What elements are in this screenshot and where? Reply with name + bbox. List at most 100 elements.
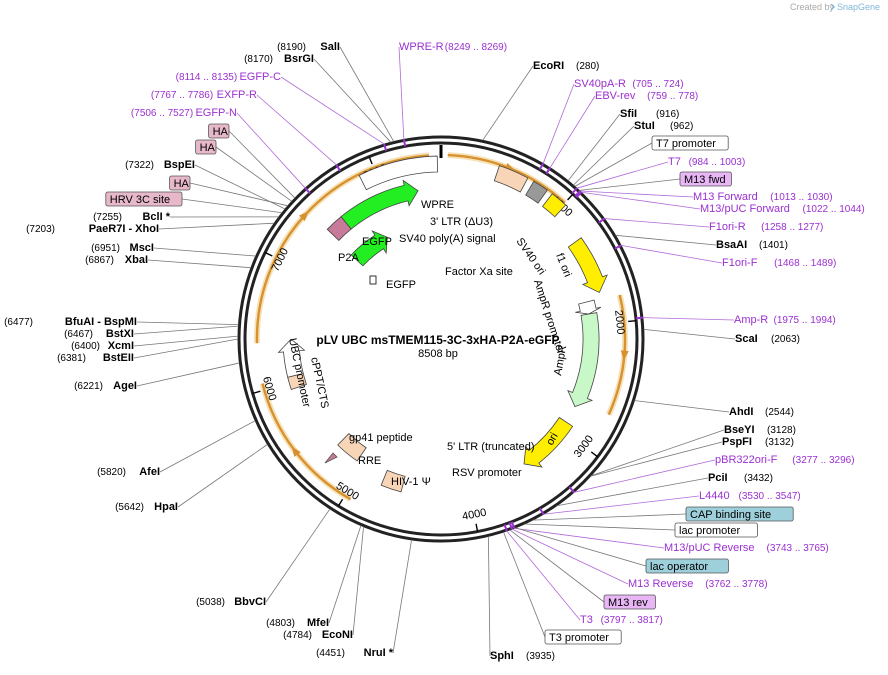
bseyi-leader — [590, 429, 725, 477]
label-m13reverse[interactable]: M13 Reverse(3762 .. 3778) — [628, 578, 768, 590]
label-paer7i[interactable]: PaeR7I - XhoI(7203) — [26, 223, 159, 235]
feature-egfp[interactable] — [340, 179, 419, 230]
tick-mark — [475, 523, 479, 532]
label-stui[interactable]: StuI(962) — [634, 120, 693, 132]
feature-egfp2[interactable] — [350, 230, 388, 267]
feature-ori[interactable] — [523, 416, 574, 468]
label-bspei[interactable]: BspEI(7322) — [125, 159, 195, 171]
label-m13forward[interactable]: M13 Forward(1013 .. 1030) — [693, 191, 833, 203]
ha3-leader — [189, 182, 288, 207]
label-bfuai[interactable]: BfuAI - BspMI(6477) — [4, 316, 137, 328]
feature-ampr[interactable] — [567, 312, 600, 408]
brand-created-by: Created by — [790, 2, 835, 12]
label-wpre-r[interactable]: WPRE-R(8249 .. 8269) — [399, 41, 507, 53]
label-t3prom[interactable]: T3 promoter — [544, 629, 622, 645]
label-sphi[interactable]: SphI(3935) — [490, 650, 555, 662]
text-rsv: RSV promoter — [452, 467, 522, 479]
label-ha2[interactable]: HA — [195, 139, 217, 155]
label-sfii[interactable]: SfiI(916) — [620, 108, 679, 120]
label-t7prom[interactable]: T7 promoter — [651, 135, 729, 151]
pspfi-name: PspFI — [722, 436, 752, 448]
label-ha1[interactable]: HA — [208, 123, 230, 139]
label-m13pucr[interactable]: M13/pUC Reverse(3743 .. 3765) — [664, 542, 829, 554]
label-lacprom[interactable]: lac promoter — [674, 522, 758, 538]
label-bstxi[interactable]: BstXI(6467) — [64, 328, 134, 340]
nrui-leader — [392, 539, 412, 654]
m13pucr-position: (3743 .. 3765) — [767, 543, 829, 554]
bbvci-name: BbvCI — [234, 596, 266, 608]
label-mfei[interactable]: MfeI(4803) — [266, 617, 329, 629]
label-m13rev[interactable]: M13 rev — [603, 594, 656, 610]
label-exfp-r[interactable]: EXFP-R(7767 .. 7786) — [151, 89, 257, 101]
bsrgi-name: BsrGI — [284, 53, 314, 65]
feature-wpre[interactable] — [358, 155, 438, 191]
label-msci[interactable]: MscI(6951) — [91, 242, 154, 254]
label-pcii[interactable]: PciI(3432) — [708, 472, 773, 484]
f1ori-f-primer-mark — [614, 244, 622, 250]
label-bcli[interactable]: BclI *(7255) — [93, 211, 171, 223]
ha2-name: HA — [200, 142, 216, 154]
label-t7[interactable]: T7(984 .. 1003) — [668, 156, 745, 168]
label-l4440[interactable]: L4440(3530 .. 3547) — [699, 490, 801, 502]
label-econi[interactable]: EcoNI(4784) — [283, 629, 353, 641]
feature-sv40-ori[interactable] — [541, 193, 567, 218]
exfp-r-primer-mark — [335, 164, 341, 172]
label-amp-r[interactable]: Amp-R(1975 .. 1994) — [734, 314, 836, 326]
capbind-box — [685, 506, 794, 522]
label-m13fwd[interactable]: M13 fwd — [679, 171, 732, 187]
label-xcmi[interactable]: XcmI(6400) — [71, 340, 134, 352]
label-bbvci[interactable]: BbvCI(5038) — [196, 596, 266, 608]
m13fwd-name: M13 fwd — [684, 174, 726, 186]
label-egfp-n[interactable]: EGFP-N(7506 .. 7527) — [131, 107, 237, 119]
feature-3-ltr-u3-[interactable] — [493, 165, 529, 193]
sphi-name: SphI — [490, 650, 514, 662]
feature-ampr-promoter[interactable] — [575, 299, 602, 315]
egfp-c-leader — [280, 76, 385, 145]
label-nrui[interactable]: NruI *(4451) — [316, 647, 394, 659]
mfei-position: (4803) — [266, 618, 295, 629]
label-sali[interactable]: SalI(8190) — [277, 41, 340, 53]
feature-rre[interactable] — [337, 432, 367, 462]
label-sv40pa-r[interactable]: SV40pA-R(705 .. 724) — [574, 78, 684, 90]
l4440-name: L4440 — [699, 490, 730, 502]
feature-p2a[interactable] — [326, 216, 352, 241]
label-xbai[interactable]: XbaI(6867) — [85, 254, 148, 266]
text-ampr: AmpR — [552, 344, 569, 376]
label-hrv3c[interactable]: HRV 3C site — [105, 191, 183, 207]
label-scai[interactable]: ScaI(2063) — [735, 333, 800, 345]
feature-sv40-poly-a-signal[interactable] — [525, 180, 548, 204]
feature-5-ltr-truncated-[interactable] — [380, 469, 406, 493]
label-pbr322[interactable]: pBR322ori-F(3277 .. 3296) — [715, 454, 855, 466]
m13fwd-leader — [579, 178, 681, 191]
m13pucf-primer-mark — [575, 191, 582, 199]
label-capbind[interactable]: CAP binding site — [685, 506, 794, 522]
label-m13pucf[interactable]: M13/pUC Forward(1022 .. 1044) — [700, 203, 865, 215]
label-egfp-c[interactable]: EGFP-C(8114 .. 8135) — [176, 71, 281, 83]
label-f1ori-r[interactable]: F1ori-R(1258 .. 1277) — [709, 221, 823, 233]
afei-position: (5820) — [97, 467, 126, 478]
label-afei[interactable]: AfeI(5820) — [97, 466, 160, 478]
label-f1ori-f[interactable]: F1ori-F(1468 .. 1489) — [722, 257, 836, 269]
label-ahdi[interactable]: AhdI(2544) — [729, 406, 794, 418]
hrv3c-box — [105, 191, 183, 207]
lacop-leader — [515, 527, 647, 567]
label-ecori[interactable]: EcoRI(280) — [533, 60, 599, 72]
label-lacop[interactable]: lac operator — [645, 558, 729, 574]
label-ha3[interactable]: HA — [169, 175, 191, 191]
label-bsrgi[interactable]: BsrGI(8170) — [244, 53, 314, 65]
sphi-leader — [487, 536, 491, 657]
text-factorxa: Factor Xa site — [445, 266, 513, 278]
bspei-position: (7322) — [125, 160, 154, 171]
text-wpre: WPRE — [421, 199, 454, 211]
label-t3[interactable]: T3(3797 .. 3817) — [580, 614, 663, 626]
feature-ubc-promoter[interactable] — [277, 338, 306, 378]
label-agei[interactable]: AgeI(6221) — [74, 380, 137, 392]
label-ebv-rev[interactable]: EBV-rev(759 .. 778) — [595, 90, 698, 102]
label-bseyi[interactable]: BseYI(3128) — [724, 424, 796, 436]
label-hpai[interactable]: HpaI(5642) — [115, 501, 178, 513]
label-bsaai[interactable]: BsaAI(1401) — [716, 239, 788, 251]
t7prom-box — [651, 135, 729, 151]
label-bsteii[interactable]: BstEII(6381) — [57, 352, 134, 364]
label-pspfi[interactable]: PspFI(3132) — [722, 436, 794, 448]
feature-f1-ori[interactable] — [567, 237, 608, 294]
